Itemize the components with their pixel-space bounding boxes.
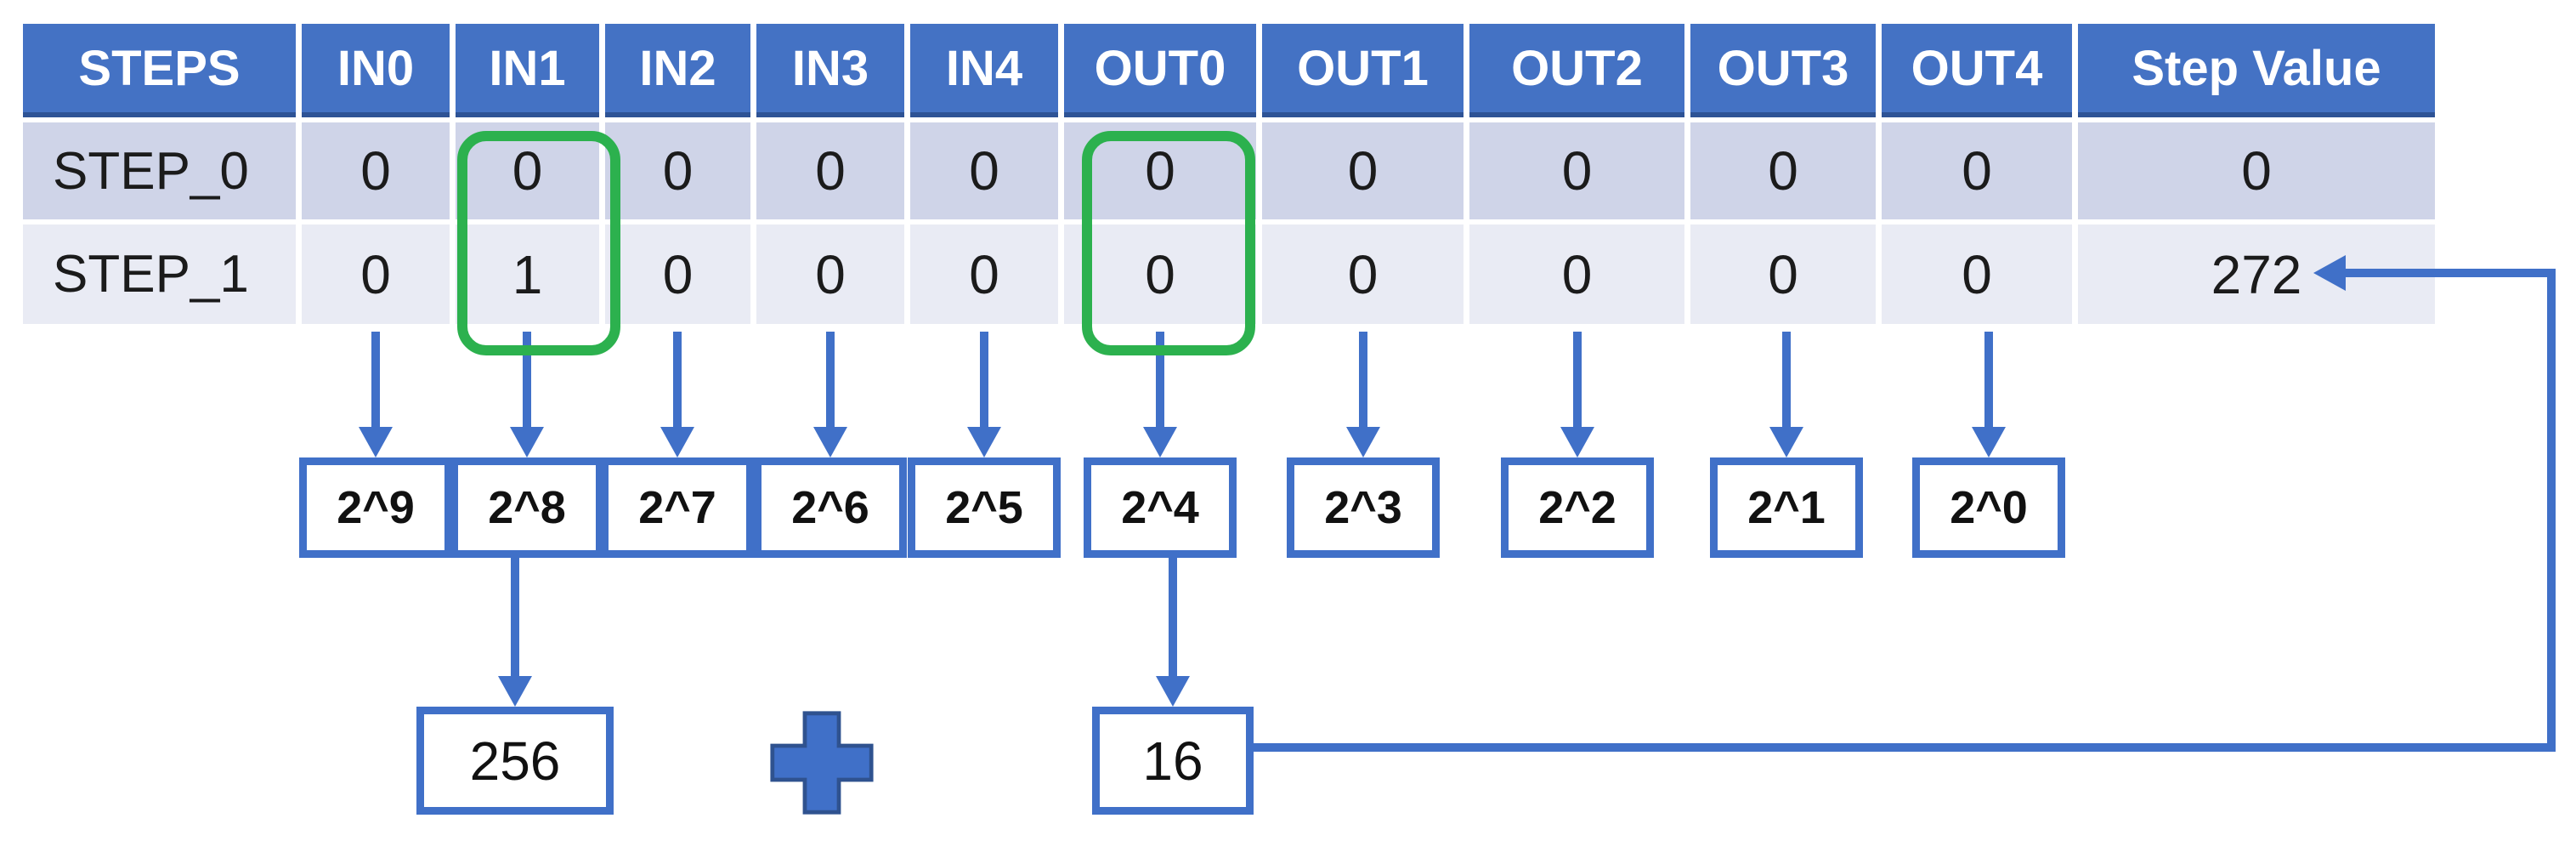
arrow-out2-to-pow2 [1560,332,1594,457]
cell-step0-step-value: 0 [2078,122,2435,219]
arrow-pow8-to-256 [498,558,532,707]
weight-label: 2^4 [1121,482,1199,533]
arrow-out0-to-pow4 [1143,332,1177,457]
weight-label: 2^9 [337,482,415,533]
cell-step0-in3: 0 [756,122,904,219]
weight-label: 2^0 [1950,482,2028,533]
cell-step1-in4: 0 [910,224,1058,324]
cell-step1-in1: 1 [456,224,599,324]
arrow-in1-to-pow8 [510,332,544,457]
weight-box-pow4: 2^4 [1084,457,1237,558]
weight-box-pow5: 2^5 [908,457,1061,558]
connector-right-line [2547,269,2556,752]
weight-box-pow6: 2^6 [754,457,907,558]
arrow-out1-to-pow3 [1346,332,1380,457]
weight-box-pow8: 2^8 [450,457,603,558]
header-cell-in1: IN1 [456,24,599,117]
cell-step1-out1: 0 [1262,224,1464,324]
weight-box-pow7: 2^7 [601,457,754,558]
cell-step0-out1: 0 [1262,122,1464,219]
cell-step0-out4: 0 [1882,122,2072,219]
row-label-step1: STEP_1 [23,224,296,324]
weight-box-pow1: 2^1 [1710,457,1863,558]
weight-label: 2^1 [1747,482,1826,533]
table-row-step0: STEP_0 0 0 0 0 0 0 0 0 0 0 0 [23,122,2435,219]
value-box-16: 16 [1092,707,1254,815]
header-cell-out2: OUT2 [1469,24,1684,117]
arrow-out4-to-pow0 [1972,332,2006,457]
cell-step1-out3: 0 [1690,224,1876,324]
cell-step1-out4: 0 [1882,224,2072,324]
connector-top-line [2344,269,2556,277]
weight-box-pow0: 2^0 [1912,457,2065,558]
weight-label: 2^8 [488,482,566,533]
cell-step0-in0: 0 [302,122,450,219]
header-row: STEPS IN0 IN1 IN2 IN3 IN4 OUT0 OUT1 OUT2… [23,24,2435,117]
cell-step1-in0: 0 [302,224,450,324]
header-cell-out4: OUT4 [1882,24,2072,117]
arrow-in0-to-pow9 [359,332,393,457]
cell-step0-out2: 0 [1469,122,1684,219]
highlight-box-in1 [457,131,620,355]
value-label: 16 [1142,730,1203,792]
value-box-256: 256 [416,707,614,815]
cell-step1-out2: 0 [1469,224,1684,324]
cell-step1-out0: 0 [1064,224,1256,324]
cell-step1-in3: 0 [756,224,904,324]
weight-box-pow9: 2^9 [299,457,452,558]
weight-label: 2^3 [1324,482,1402,533]
cell-step1-in2: 0 [605,224,750,324]
header-cell-step-value: Step Value [2078,24,2435,117]
weight-label: 2^2 [1538,482,1616,533]
header-cell-out1: OUT1 [1262,24,1464,117]
connector-bottom-line [1249,743,2556,752]
header-cell-in3: IN3 [756,24,904,117]
header-cell-in0: IN0 [302,24,450,117]
table-row-step1: STEP_1 0 1 0 0 0 0 0 0 0 0 272 [23,224,2435,324]
value-label: 256 [469,730,561,792]
connector-arrowhead-icon [2313,255,2346,291]
header-cell-in4: IN4 [910,24,1058,117]
weight-label: 2^7 [638,482,716,533]
cell-step0-in4: 0 [910,122,1058,219]
arrow-out3-to-pow1 [1769,332,1803,457]
highlight-box-out0 [1082,131,1255,355]
weight-label: 2^5 [945,482,1023,533]
arrow-in2-to-pow7 [660,332,694,457]
steps-table: STEPS IN0 IN1 IN2 IN3 IN4 OUT0 OUT1 OUT2… [17,19,2441,329]
weight-box-pow3: 2^3 [1287,457,1440,558]
plus-icon [769,710,875,820]
arrow-pow4-to-16 [1156,558,1190,707]
header-cell-steps: STEPS [23,24,296,117]
row-label-step0: STEP_0 [23,122,296,219]
header-cell-out0: OUT0 [1064,24,1256,117]
cell-step0-in2: 0 [605,122,750,219]
arrow-in3-to-pow6 [813,332,847,457]
cell-step0-out3: 0 [1690,122,1876,219]
weight-box-pow2: 2^2 [1501,457,1654,558]
header-cell-in2: IN2 [605,24,750,117]
weight-label: 2^6 [791,482,869,533]
header-cell-out3: OUT3 [1690,24,1876,117]
arrow-in4-to-pow5 [967,332,1001,457]
